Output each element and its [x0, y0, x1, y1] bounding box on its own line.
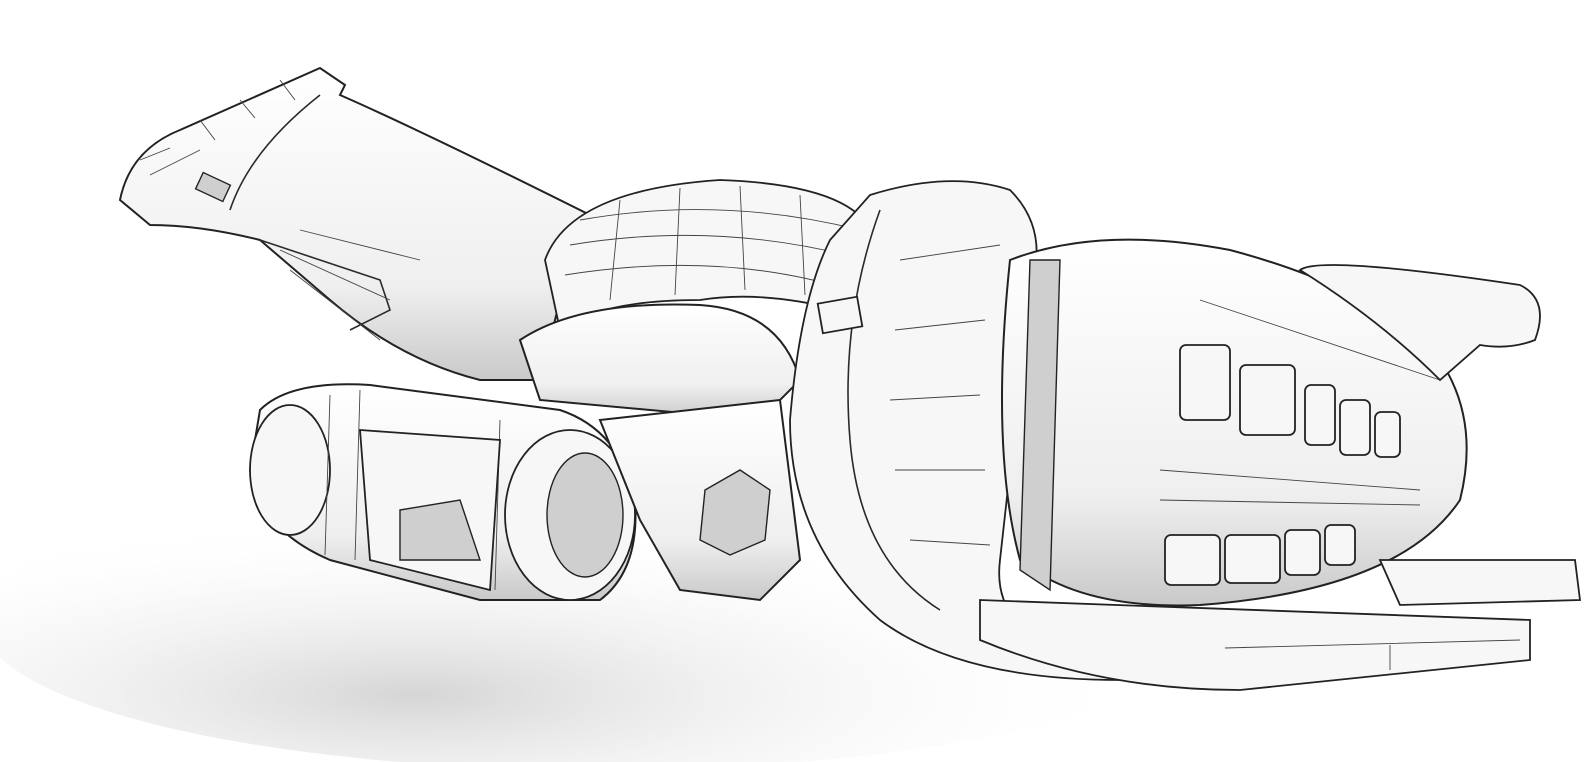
- engine-pod-main: [1001, 238, 1541, 607]
- engine-windows: [1164, 344, 1401, 586]
- thruster-pod: [248, 383, 637, 601]
- neck-and-head: [118, 66, 602, 381]
- lower-hull: [598, 398, 802, 602]
- landing-skids: [979, 559, 1582, 691]
- dome: [518, 179, 876, 422]
- rear-ring: [789, 180, 1123, 681]
